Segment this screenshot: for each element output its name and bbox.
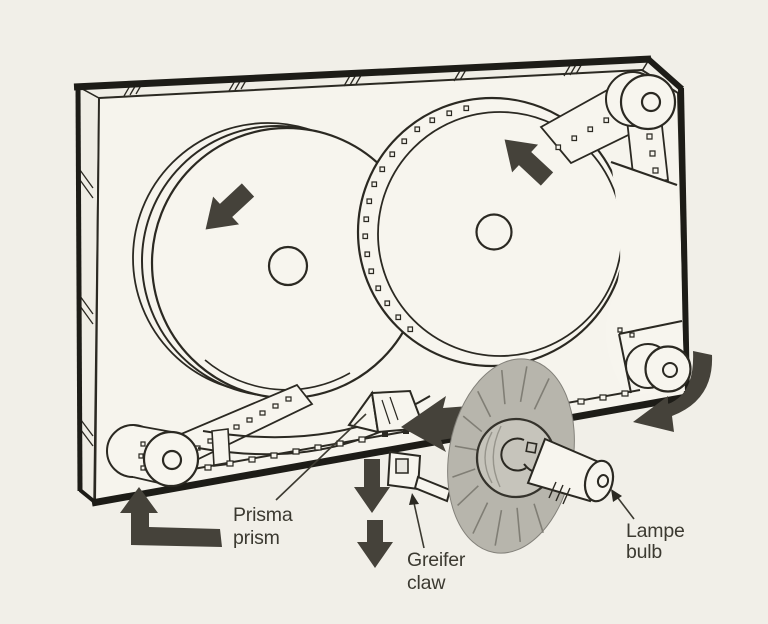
light-down-arrow-2-icon xyxy=(357,520,393,568)
film-perforations xyxy=(555,100,640,151)
lamp-bulb xyxy=(475,417,615,505)
claw-slot xyxy=(395,458,409,474)
film-perforations xyxy=(362,105,470,333)
interior-panel xyxy=(605,160,685,395)
roller-bracket xyxy=(618,320,683,394)
cassette-thick-edges xyxy=(73,55,690,507)
bulb-glass-hatch xyxy=(484,425,502,488)
labels: Prisma prism Greifer claw Lampe bulb xyxy=(233,504,685,594)
interior-panel-face xyxy=(605,162,685,395)
interior-panel-edge xyxy=(610,160,678,187)
takeup-reel-rim-line xyxy=(204,359,351,391)
bulb-base-contact xyxy=(596,474,610,488)
lamp-halo-rays xyxy=(452,366,550,546)
bulb-leader-arrowhead-icon xyxy=(611,489,622,502)
claw-leader-line xyxy=(413,502,425,549)
light-down-arrow-1-icon xyxy=(354,459,390,513)
roller-hub xyxy=(640,91,662,113)
bottom-right-roller xyxy=(625,343,692,393)
film-direction-arrow-left-icon xyxy=(120,487,222,547)
bottom-left-sprocket-roller xyxy=(106,424,200,488)
claw-label-en: claw xyxy=(407,572,446,594)
supply-reel-rotation-arrow-icon xyxy=(504,139,554,186)
bulb-base xyxy=(526,437,603,503)
film-perforations xyxy=(646,133,659,174)
claw-leader-arrowhead-icon xyxy=(409,493,419,505)
prism-leader-line xyxy=(275,413,367,501)
prism-label-en: prism xyxy=(233,527,280,549)
top-right-roller xyxy=(605,71,677,131)
takeup-reel-hub xyxy=(267,245,309,287)
bulb-label-en: bulb xyxy=(626,541,662,563)
leader-lines xyxy=(275,413,635,549)
sprocket-teeth xyxy=(138,441,146,471)
claw-flange xyxy=(413,475,452,503)
film-perforations xyxy=(617,327,635,338)
bulb-label-de: Lampe xyxy=(626,520,685,542)
bulb-leader-line xyxy=(617,497,635,520)
bulb-filament-support xyxy=(525,441,538,454)
bulb-neck-hatch xyxy=(548,481,571,505)
supply-reel-hub xyxy=(475,213,513,251)
claw-label-de: Greifer xyxy=(407,549,466,571)
claw xyxy=(386,450,452,503)
prism-hatch xyxy=(381,396,399,425)
film-direction-arrow-right-icon xyxy=(633,351,713,432)
hatch-marks-side xyxy=(79,169,94,447)
takeup-reel-rotation-arrow-icon xyxy=(205,183,255,230)
roller-hub xyxy=(161,449,183,471)
prism-label-de: Prisma xyxy=(233,504,293,526)
roller-hub xyxy=(662,362,678,378)
bulb-filament-arc xyxy=(500,437,527,472)
